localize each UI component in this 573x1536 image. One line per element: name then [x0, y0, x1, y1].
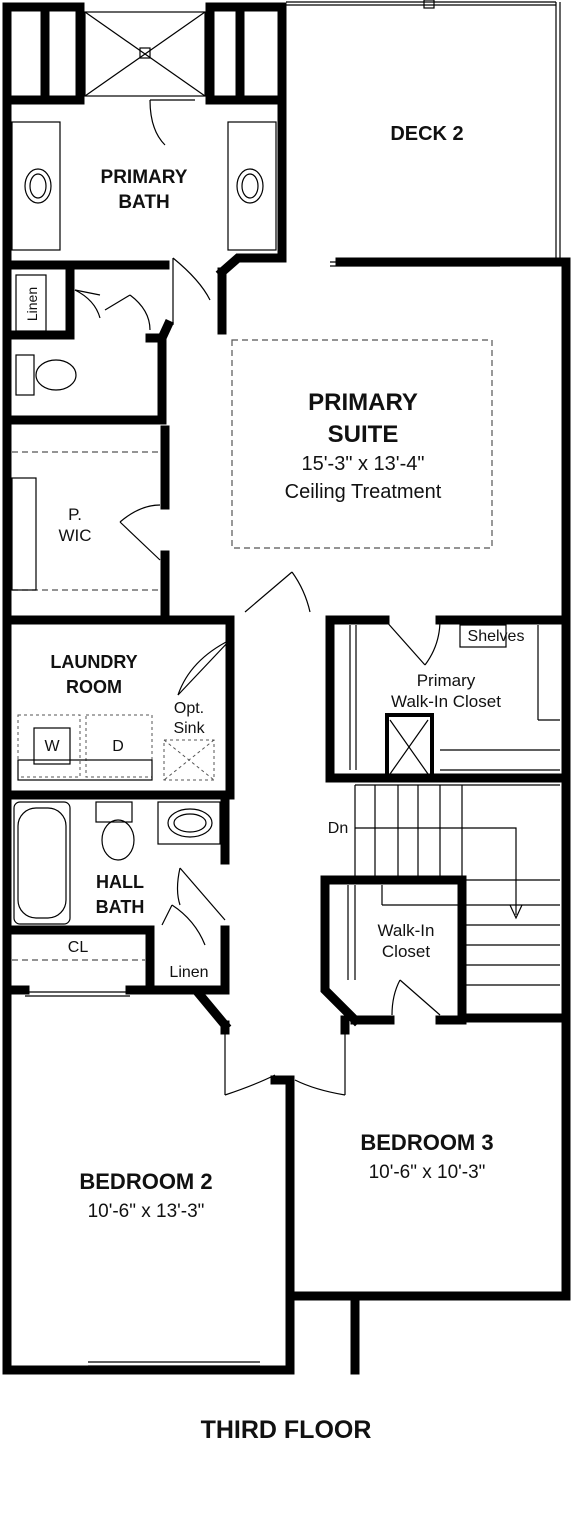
bedroom2-label: BEDROOM 2	[79, 1169, 212, 1194]
walls	[2, 2, 571, 1375]
primary-bath-label-2: BATH	[118, 192, 169, 213]
closet-label: CL	[68, 939, 89, 956]
walkin-closet-label-1: Walk-In	[378, 921, 435, 940]
primary-suite-label-1: PRIMARY	[308, 389, 418, 416]
fixtures	[4, 0, 570, 1367]
laundry-label-1: LAUNDRY	[50, 652, 137, 672]
hall-bath-label-1: HALL	[96, 872, 144, 892]
sink-label-2: Sink	[173, 720, 205, 737]
primary-suite-note: Ceiling Treatment	[285, 481, 442, 503]
primary-wic-label-1: P.	[68, 505, 82, 524]
washer-label: W	[44, 738, 60, 755]
stairs-down-label: Dn	[328, 820, 348, 837]
bedroom2-dims: 10'-6" x 13'-3"	[88, 1201, 205, 1222]
linen-lower-label: Linen	[169, 964, 208, 981]
sink-label-1: Opt.	[174, 700, 204, 717]
laundry-label-2: ROOM	[66, 677, 122, 697]
room-labels: DECK 2 PRIMARY BATH Linen PRIMARY SUITE …	[24, 123, 524, 1444]
bedroom3-label: BEDROOM 3	[360, 1130, 493, 1155]
hall-bath-label-2: BATH	[96, 897, 145, 917]
deck-label: DECK 2	[390, 123, 463, 145]
shelves-label: Shelves	[468, 628, 525, 645]
bedroom3-dims: 10'-6" x 10'-3"	[369, 1162, 486, 1183]
primary-suite-label-2: SUITE	[328, 421, 399, 448]
primary-suite-dims: 15'-3" x 13'-4"	[301, 453, 424, 475]
dryer-label: D	[112, 738, 124, 755]
primary-bath-label-1: PRIMARY	[101, 167, 188, 188]
floor-title: THIRD FLOOR	[201, 1416, 372, 1444]
primary-closet-label-2: Walk-In Closet	[391, 692, 501, 711]
primary-closet-label-1: Primary	[417, 671, 476, 690]
primary-wic-label-2: WIC	[58, 526, 91, 545]
walkin-closet-label-2: Closet	[382, 942, 430, 961]
linen-upper-label: Linen	[24, 287, 40, 321]
